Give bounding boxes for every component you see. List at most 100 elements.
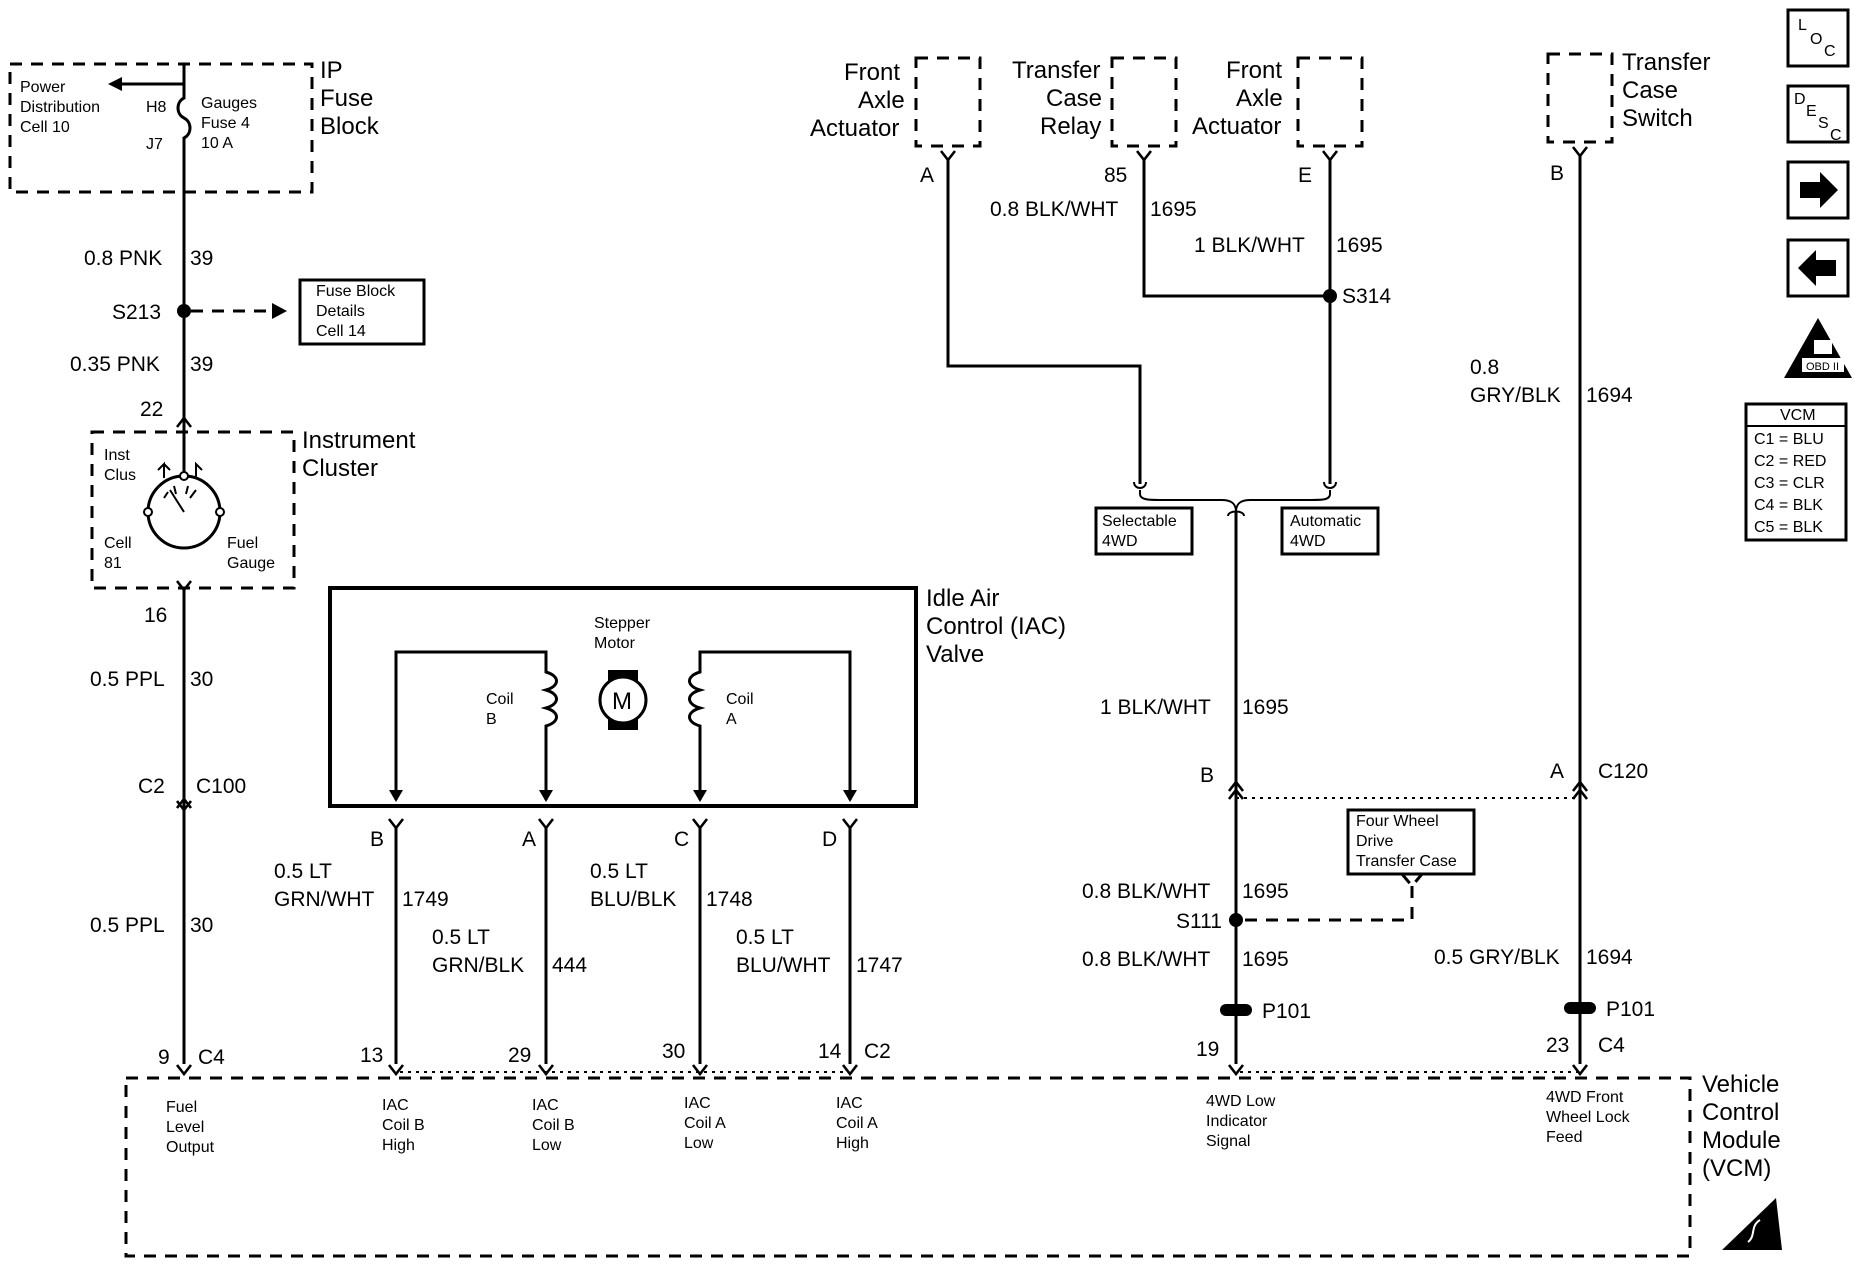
coil-a-winding [688,650,852,800]
vcm-pin-23: 23 [1546,1034,1569,1057]
front-axle-2-label-1: Front [1226,57,1282,84]
arrow-right-icon[interactable] [1786,160,1850,220]
side-toolbar: L O C D E S C OBD II VCM [1744,8,1852,542]
wire-ppl2-number: 30 [190,914,213,937]
vcm-pin-29: 29 [508,1044,531,1067]
stepper-motor-label-2: Motor [594,635,636,652]
wire-axle-number: 1695 [1336,234,1383,257]
iac-b-low-3: Low [532,1137,562,1154]
iac-wires [394,828,852,1064]
power-dist-label-1: Power [20,79,66,96]
automatic-label-1: Automatic [1290,513,1361,530]
loc-icon[interactable]: L O C [1786,8,1850,68]
coil-a-label-2: A [726,711,737,728]
wire-s111-top-gauge: 0.8 BLK/WHT [1082,880,1211,903]
relay-wire [1142,160,1330,298]
fuel-gauge-circuit: 0.8 PNK 39 S213 Fuse Block Details Cell … [70,247,426,1076]
p101-right-grommet [1564,1002,1596,1014]
splice-s111-dot [1229,913,1243,927]
switch-label-3: Switch [1622,105,1693,132]
fuse-symbol [176,84,192,540]
p101-left-grommet [1220,1004,1252,1016]
wire-axle-gauge: 1 BLK/WHT [1194,234,1305,257]
c100-label: C100 [196,775,246,798]
front-axle-actuator-1 [914,56,982,148]
front-axle-1-pin-a: A [920,164,934,187]
fuse-block-ref-1: Fuse Block [316,283,396,300]
four-wd-circuit: Front Axle Actuator A Transfer Case Rela… [810,56,1582,1076]
four-wd-pin-b: B [1200,764,1214,787]
relay-label-2: Case [1046,85,1102,112]
wire-pnk2-number: 39 [190,353,213,376]
splice-s314-label: S314 [1342,285,1391,308]
obd-ii-icon[interactable]: OBD II [1784,318,1852,378]
switch-pin-a: A [1550,760,1564,783]
iac-a-low-1: IAC [684,1095,711,1112]
coil-b-winding [394,650,558,800]
wire-gry2-number: 1694 [1586,946,1633,969]
svg-text:D: D [1794,91,1806,108]
front-axle-1-label-2: Axle [858,87,905,114]
p101-left-label: P101 [1262,1000,1311,1023]
fuel-gauge-label-1: Fuel [227,535,258,552]
fuel-level-output-3: Output [166,1139,215,1156]
arrow-left-icon[interactable] [1786,238,1850,298]
svg-text:E: E [1806,103,1817,120]
iac-a-low-2: Coil A [684,1115,726,1132]
wire-s111-bot-gauge: 0.8 BLK/WHT [1082,948,1211,971]
iac-valve: Idle Air Control (IAC) Valve Stepper Mot… [274,585,1066,1076]
pin-16-label: 16 [144,604,167,627]
iac-b-high-2: Coil B [382,1117,425,1134]
cluster-title-2: Cluster [302,455,378,482]
fuse-label-1: Gauges [201,95,257,112]
svg-text:L: L [1798,17,1807,34]
wire-d-gauge-1: 0.5 LT [736,926,794,949]
fuse-block-ref-2: Details [316,303,365,320]
splice-s111-label: S111 [1176,910,1222,933]
wire-relay-gauge: 0.8 BLK/WHT [990,198,1119,221]
selectable-label-1: Selectable [1102,513,1177,530]
legend-row-c4: C4 = BLK [1754,497,1823,514]
vcm-pin-19: 19 [1196,1038,1219,1061]
fuel-level-output-2: Level [166,1119,204,1136]
vcm-23-conn [1571,1063,1589,1076]
iac-pin-d: D [822,828,837,851]
power-dist-label-2: Distribution [20,99,100,116]
four-wd-low-signal-1: 4WD Low [1206,1093,1276,1110]
wire-a-gauge-1: 0.5 LT [432,926,490,949]
front-axle-2-pin-e: E [1298,164,1312,187]
option-bracket-join [1227,510,1245,517]
switch-label-1: Transfer [1622,49,1710,76]
wire-s111-bot-number: 1695 [1242,948,1289,971]
wire-d-number: 1747 [856,954,903,977]
wire-gry-gauge-2: GRY/BLK [1470,384,1561,407]
cluster-ref-3: Cell [104,535,132,552]
four-wheel-drive-ref-box[interactable] [1346,808,1476,876]
front-wheel-lock-feed-2: Wheel Lock [1546,1109,1631,1126]
cluster-ref-1: Inst [104,447,130,464]
wire-relay-number: 1695 [1150,198,1197,221]
switch-pin-b: B [1550,162,1564,185]
front-axle-1-conn [939,149,957,162]
fuse-block-details-ref-box[interactable] [298,278,426,346]
front-axle-1-label-3: Actuator [810,115,899,142]
switch-label-2: Case [1622,77,1678,104]
vcm-14-conn [841,1063,859,1076]
desc-icon[interactable]: D E S C [1786,84,1850,144]
svg-text:S: S [1818,115,1829,132]
splice-s213-dot [177,304,191,318]
c4-right-label: C4 [1598,1034,1625,1057]
pin-22-label: 22 [140,398,163,421]
vehicle-control-module: Vehicle Control Module (VCM) Fuel Level … [124,1071,1782,1258]
front-axle-actuator-2 [1296,56,1364,148]
switch-conn [1571,145,1589,158]
vcm-outline [124,1076,1692,1258]
iac-b-high-3: High [382,1137,415,1154]
iac-c-conn [691,817,709,830]
ip-fuse-block-title-3: Block [320,113,380,140]
automatic-label-2: 4WD [1290,533,1326,550]
ip-fuse-block-title-1: IP [320,57,343,84]
vcm-title-4: (VCM) [1702,1155,1771,1182]
relay-label-3: Relay [1040,113,1101,140]
